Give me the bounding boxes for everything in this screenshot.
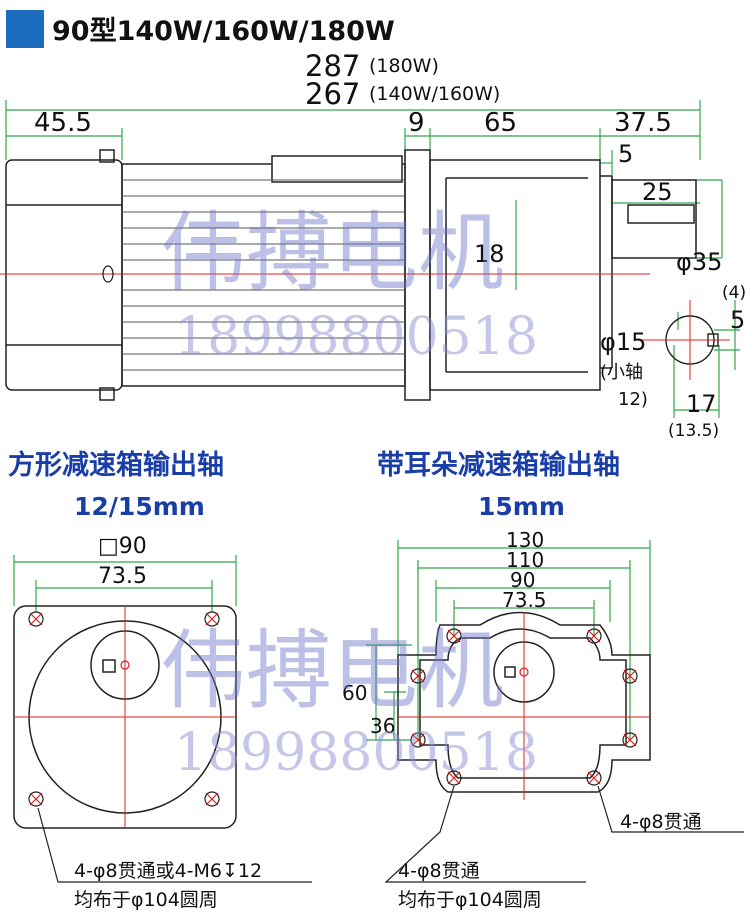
ear-height-60: 60 xyxy=(342,681,367,705)
dim-key-5: 5 xyxy=(730,306,745,334)
dim-key-4: (4) xyxy=(722,283,746,303)
ear-width-90: 90 xyxy=(510,568,535,592)
ear-center-lines xyxy=(398,612,650,800)
watermark-phone-bottom: 18998800518 xyxy=(174,723,538,783)
square-mount-holes xyxy=(28,611,220,807)
square-note-leader xyxy=(37,807,312,883)
dim-37-5: 37.5 xyxy=(614,108,672,138)
dim-small-shaft: φ15 xyxy=(600,328,646,356)
dim-25: 25 xyxy=(642,178,673,206)
motor-fins xyxy=(122,179,405,371)
ear-height-36: 36 xyxy=(370,714,395,738)
ear-hole-note: 4-φ8贯通 xyxy=(398,860,480,882)
ear-side-hole-note: 4-φ8贯通 xyxy=(620,811,702,833)
square-hole-note: 4-φ8贯通或4-M6↧12 xyxy=(74,860,262,882)
dim-17: 17 xyxy=(686,390,717,418)
dim-5: 5 xyxy=(618,140,633,168)
dim-65: 65 xyxy=(484,108,517,138)
dim-overall-180-note: (180W) xyxy=(369,55,439,77)
ear-width-130: 130 xyxy=(506,528,544,552)
dim-small-shaft-note-1: (小轴 xyxy=(600,362,643,383)
ear-side-note-leader xyxy=(597,785,744,833)
side-center-lines xyxy=(0,273,730,380)
ear-shaft-center xyxy=(519,667,529,677)
square-pitch: 73.5 xyxy=(98,564,147,589)
square-shaft-center xyxy=(120,660,130,670)
dim-shaft-diameter: φ35 xyxy=(676,248,722,276)
square-gearbox-heading: 方形减速箱输出轴 xyxy=(8,449,224,481)
title-accent-square xyxy=(6,10,44,48)
side-dimension-lines xyxy=(5,100,740,418)
square-box-size: □90 xyxy=(98,534,147,559)
dim-overall-140-160: 267 xyxy=(305,77,360,111)
ear-mount-holes xyxy=(410,628,638,786)
ear-note-leader xyxy=(384,785,586,883)
side-view-outline xyxy=(5,149,697,401)
ear-gearbox-heading: 带耳朵减速箱输出轴 xyxy=(377,449,620,481)
dim-13-5: (13.5) xyxy=(668,421,719,441)
square-shaft-size: 12/15mm xyxy=(74,492,205,521)
ear-front-outline xyxy=(397,611,651,793)
square-center-lines xyxy=(14,606,236,828)
dim-overall-140-160-note: (140W/160W) xyxy=(369,83,500,105)
dim-overall-180: 287 xyxy=(305,49,360,83)
dim-9: 9 xyxy=(408,108,425,138)
page-title: 90型140W/160W/180W xyxy=(52,16,395,47)
rear-center-mark xyxy=(102,265,114,283)
ear-dimension-lines xyxy=(366,540,651,741)
square-circle-note: 均布于φ104圆周 xyxy=(74,889,218,911)
dim-small-shaft-note-2: 12) xyxy=(618,389,648,410)
watermark-phone-top: 18998800518 xyxy=(174,307,538,367)
watermark-text-top: 伟搏电机 xyxy=(160,203,504,303)
ear-circle-note: 均布于φ104圆周 xyxy=(398,889,542,911)
watermark-text-bottom: 伟搏电机 xyxy=(160,621,504,721)
dim-18: 18 xyxy=(474,240,505,268)
ear-width-110: 110 xyxy=(506,548,544,572)
dim-45-5: 45.5 xyxy=(34,108,92,138)
ear-shaft-size: 15mm xyxy=(478,492,565,521)
ear-width-73-5: 73.5 xyxy=(502,588,547,612)
